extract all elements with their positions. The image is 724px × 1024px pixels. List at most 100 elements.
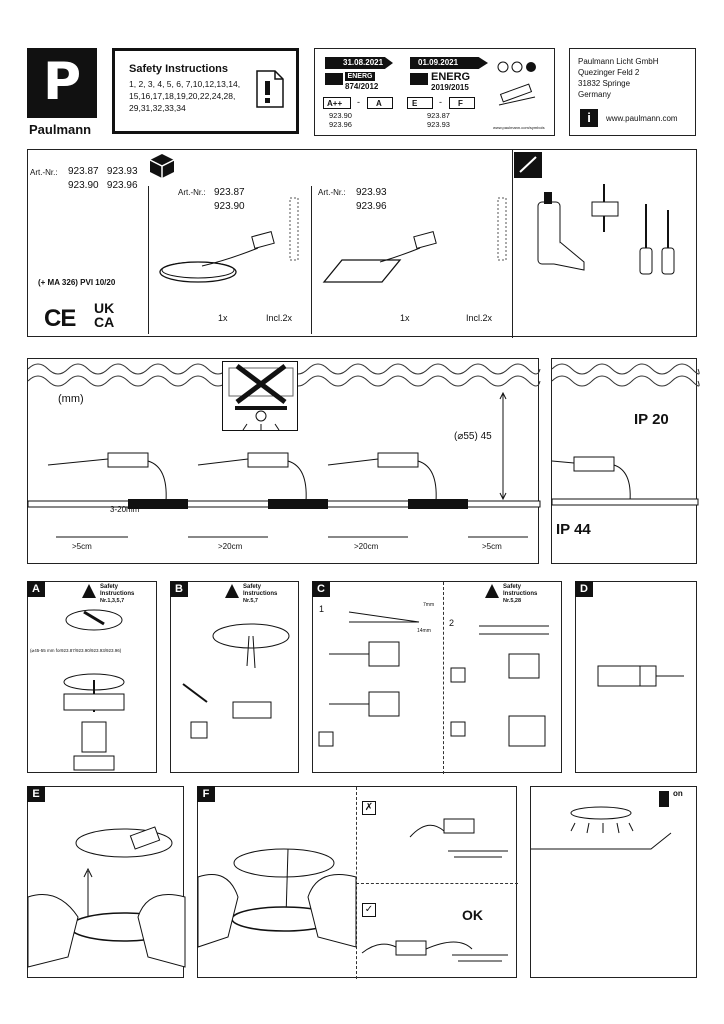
safety-title: Safety Instructions bbox=[129, 63, 229, 75]
round-qty: 1x bbox=[218, 313, 228, 323]
ip44-label: IP 44 bbox=[556, 521, 591, 538]
panel-g-on-label: on bbox=[673, 789, 683, 798]
company-name: Paulmann Licht GmbH bbox=[578, 57, 659, 66]
panel-c-warning-icon bbox=[485, 584, 499, 598]
ip-rating-box: IP 20 IP 44 bbox=[551, 358, 700, 564]
energy-reg-1: 874/2012 bbox=[345, 82, 379, 91]
panel-f-ok-label: OK bbox=[462, 907, 483, 923]
panel-b-tag: B bbox=[170, 581, 188, 597]
panel-c-wiring-left bbox=[318, 611, 420, 747]
company-web[interactable]: www.paulmann.com bbox=[606, 114, 678, 123]
insulation-pattern-2 bbox=[551, 363, 700, 387]
square-art-a: 923.93 bbox=[356, 187, 387, 198]
hole-saw-icon bbox=[591, 184, 619, 232]
eu-flag-icon-2 bbox=[410, 73, 428, 85]
panel-b-safety: Safety Instructions bbox=[243, 584, 278, 597]
panel-c-safety: Safety Instructions bbox=[503, 584, 538, 597]
energy-word-2: ENERG bbox=[431, 71, 471, 83]
panel-f-wrong-illustration bbox=[409, 818, 508, 858]
panel-a-warning-icon bbox=[82, 584, 96, 598]
article-nums-row1: 923.87 923.93 bbox=[68, 166, 138, 177]
ma-text: (+ MA 326) PVI 10/20 bbox=[38, 278, 116, 287]
eu-flag-icon bbox=[325, 73, 343, 85]
brand-name: Paulmann bbox=[29, 122, 92, 137]
round-art-label: Art.-Nr.: bbox=[178, 188, 206, 197]
energy-models-2a: 923.87 bbox=[427, 111, 450, 120]
panel-d-driver bbox=[597, 665, 684, 687]
panel-a-hole-saw bbox=[63, 673, 125, 771]
panel-f-left-illustration bbox=[197, 848, 357, 948]
energy-reg-2: 2019/2015 bbox=[431, 83, 469, 92]
diameter-label: (⌀55) 45 bbox=[454, 431, 492, 442]
info-icon: i bbox=[580, 109, 598, 127]
panel-d-tag: D bbox=[575, 581, 593, 597]
panel-a: A Safety Instructions Nr.1,3,5,7 (⌀45-55… bbox=[27, 581, 157, 773]
safety-instructions-box: Safety Instructions 1, 2, 3, 4, 5, 6, 7,… bbox=[112, 48, 299, 134]
panel-a-dia: (⌀45-55 mm for923.87/923.90/923.93/923.9… bbox=[30, 648, 122, 653]
safety-numbers-1: 1, 2, 3, 4, 5, 6, 7,10,12,13,14, bbox=[129, 79, 241, 89]
energy-class-1a: A++ bbox=[323, 97, 351, 109]
brand-logo: P bbox=[27, 48, 97, 118]
safety-numbers-3: 29,31,32,33,34 bbox=[129, 103, 186, 113]
address-box: Paulmann Licht GmbH Quezinger Feld 2 318… bbox=[569, 48, 696, 136]
panel-a-ref: Nr.1,3,5,7 bbox=[100, 598, 125, 604]
round-incl: Incl.2x bbox=[266, 313, 293, 323]
articles-box: Art.-Nr.: 923.87 923.93 923.90 923.96 (+… bbox=[27, 149, 697, 338]
round-art-a: 923.87 bbox=[214, 187, 245, 198]
distance-arrows bbox=[56, 536, 528, 538]
distance-1: >5cm bbox=[72, 542, 92, 551]
panel-c-14mm: 14mm bbox=[417, 628, 431, 634]
spring-clips-icon bbox=[289, 197, 299, 261]
energy-models-1a: 923.90 bbox=[329, 111, 352, 120]
energy-label-box: 31.08.2021 01.09.2021 ENERG 874/2012 ENE… bbox=[314, 48, 555, 136]
energy-word-1: ENERG bbox=[345, 72, 375, 81]
panel-f: F ✗ OK ✓ bbox=[197, 786, 518, 979]
panel-c-tag: C bbox=[312, 581, 330, 597]
panel-c-7mm: 7mm bbox=[423, 602, 435, 608]
distance-2: >20cm bbox=[218, 542, 243, 551]
panel-g-illustration bbox=[531, 806, 672, 850]
panel-a-tag: A bbox=[27, 581, 45, 597]
ce-mark: CE bbox=[44, 305, 76, 332]
symbols-icon bbox=[497, 61, 536, 106]
no-insulation-icon bbox=[222, 361, 298, 431]
ukca-mark-top: UK bbox=[94, 300, 115, 316]
driver-side bbox=[551, 456, 699, 506]
box-icon bbox=[149, 154, 175, 178]
energy-date-1: 31.08.2021 bbox=[325, 57, 393, 69]
panel-g-warning-icon bbox=[659, 791, 669, 807]
energy-models-1b: 923.96 bbox=[329, 120, 352, 129]
panel-c-wiring-right bbox=[450, 625, 549, 747]
square-art-b: 923.96 bbox=[356, 201, 387, 212]
round-panel-illustration bbox=[159, 231, 275, 283]
panel-e-tag: E bbox=[27, 786, 45, 802]
panel-g: on bbox=[530, 786, 697, 978]
panel-b-ref: Nr.5,7 bbox=[243, 598, 258, 604]
energy-class-1b: A bbox=[367, 97, 393, 109]
panel-a-cut-illustration bbox=[65, 609, 123, 631]
ceiling-section bbox=[27, 499, 541, 509]
company-street: Quezinger Feld 2 bbox=[578, 68, 640, 77]
energy-date-2: 01.09.2021 bbox=[410, 57, 488, 69]
round-art-b: 923.90 bbox=[214, 201, 245, 212]
distance-3: >20cm bbox=[354, 542, 379, 551]
panel-f-wrong-icon: ✗ bbox=[362, 801, 376, 815]
mm-label: (mm) bbox=[58, 393, 84, 405]
installation-diagram-box: (mm) (⌀55) 45 3-20mm >5cm >20cm >20cm >5… bbox=[27, 358, 541, 564]
panel-d: D bbox=[575, 581, 697, 773]
brand-logo-block: P bbox=[27, 48, 97, 118]
panel-c-step2: 2 bbox=[449, 618, 455, 628]
square-qty: 1x bbox=[400, 313, 410, 323]
square-panel-illustration bbox=[322, 231, 437, 283]
ip20-label: IP 20 bbox=[634, 411, 669, 428]
safety-numbers-2: 15,16,17,18,19,20,22,24,28, bbox=[129, 91, 236, 101]
article-label: Art.-Nr.: bbox=[30, 168, 58, 177]
panel-b: B Safety Instructions Nr.5,7 bbox=[170, 581, 299, 773]
company-country: Germany bbox=[578, 90, 611, 99]
panel-f-tag: F bbox=[197, 786, 215, 802]
square-incl: Incl.2x bbox=[466, 313, 493, 323]
energy-dash-1: - bbox=[357, 97, 360, 107]
ukca-mark-bottom: CA bbox=[94, 314, 115, 330]
panel-a-safety: Safety Instructions bbox=[100, 584, 135, 597]
energy-class-2a: E bbox=[407, 97, 433, 109]
